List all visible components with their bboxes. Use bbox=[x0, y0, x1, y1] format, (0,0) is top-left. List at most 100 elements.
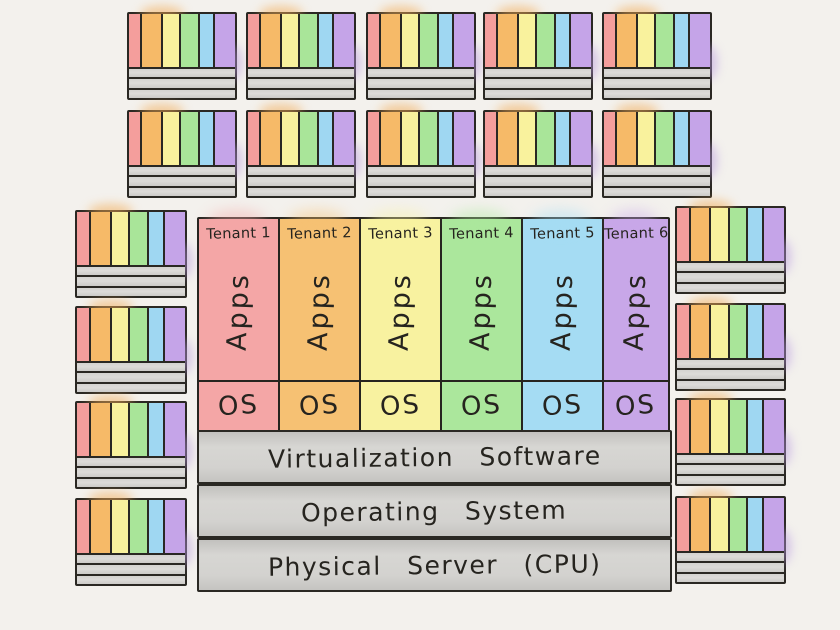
color-stripe bbox=[709, 498, 728, 551]
rack-bars bbox=[485, 165, 591, 196]
apps-label: Apps bbox=[618, 271, 653, 351]
rack-bars bbox=[77, 553, 185, 584]
apps-area: Apps bbox=[280, 242, 359, 380]
color-stripe bbox=[727, 498, 747, 551]
color-stripe bbox=[727, 208, 747, 261]
color-stripe bbox=[140, 14, 162, 67]
tenant-column-5: Tenant 5 Apps OS bbox=[520, 219, 602, 430]
tenant-stack-icon bbox=[75, 401, 187, 489]
tenant-label: Tenant 5 bbox=[529, 225, 595, 243]
color-stripe bbox=[436, 112, 453, 165]
stripe-row bbox=[604, 112, 710, 165]
rack-bar bbox=[677, 455, 784, 464]
color-stripe bbox=[496, 112, 518, 165]
rack-bar bbox=[77, 563, 185, 574]
rack-bar bbox=[77, 573, 185, 584]
color-stripe bbox=[379, 14, 401, 67]
rack-bar bbox=[368, 87, 474, 98]
color-stripe bbox=[109, 500, 129, 553]
tenant-stack-icon bbox=[366, 12, 476, 100]
rack-bars bbox=[77, 265, 185, 296]
layer-virtualization-software: Virtualization Software bbox=[197, 430, 672, 484]
tenant-stack-icon bbox=[246, 12, 356, 100]
color-stripe bbox=[163, 308, 186, 361]
color-stripe bbox=[368, 112, 380, 165]
color-stripe bbox=[213, 14, 235, 67]
color-stripe bbox=[379, 112, 401, 165]
stripe-row bbox=[368, 112, 474, 165]
rack-bars bbox=[77, 456, 185, 487]
color-stripe bbox=[452, 14, 474, 67]
tenant-column-6: Tenant 6 Apps OS bbox=[601, 219, 668, 430]
color-stripe bbox=[77, 500, 89, 553]
rack-bar bbox=[677, 368, 784, 379]
rack-bar bbox=[604, 87, 710, 98]
rack-bar bbox=[485, 87, 591, 98]
rack-bars bbox=[77, 361, 185, 392]
tenant-stack-icon bbox=[127, 12, 237, 100]
rack-bar bbox=[129, 185, 235, 196]
rack-bar bbox=[604, 77, 710, 88]
rack-bar bbox=[485, 69, 591, 78]
tenant-stack-icon bbox=[75, 498, 187, 586]
tenant-stack-icon bbox=[127, 110, 237, 198]
rack-bar bbox=[677, 281, 784, 292]
color-stripe bbox=[762, 498, 784, 551]
color-stripe bbox=[316, 112, 333, 165]
rack-bars bbox=[248, 67, 354, 98]
color-stripe bbox=[604, 112, 616, 165]
stripe-row bbox=[248, 14, 354, 67]
color-stripe bbox=[615, 112, 637, 165]
color-stripe bbox=[677, 208, 689, 261]
stripe-row bbox=[604, 14, 710, 67]
color-stripe bbox=[746, 305, 763, 358]
color-stripe bbox=[213, 112, 235, 165]
color-stripe bbox=[88, 500, 110, 553]
stripe-row bbox=[677, 208, 784, 261]
color-stripe bbox=[109, 403, 129, 456]
layer-physical-server: Physical Server (CPU) bbox=[197, 538, 672, 592]
color-stripe bbox=[677, 400, 689, 453]
stripe-row bbox=[77, 403, 186, 456]
rack-bar bbox=[677, 473, 784, 484]
rack-bar bbox=[77, 458, 185, 467]
tenant-stack-icon bbox=[483, 12, 593, 100]
color-stripe bbox=[569, 112, 591, 165]
color-stripe bbox=[709, 400, 728, 453]
stripe-row bbox=[248, 112, 354, 165]
stripe-row bbox=[677, 498, 784, 551]
color-stripe bbox=[368, 14, 380, 67]
color-stripe bbox=[128, 403, 147, 456]
color-stripe bbox=[109, 308, 129, 361]
color-stripe bbox=[128, 500, 147, 553]
tenant-stack-icon bbox=[675, 206, 786, 294]
tenant-stack-icon bbox=[675, 496, 786, 584]
color-stripe bbox=[636, 14, 655, 67]
tenant-label: Tenant 2 bbox=[287, 225, 352, 243]
apps-area: Apps bbox=[523, 242, 602, 380]
color-stripe bbox=[654, 112, 673, 165]
rack-bar bbox=[248, 77, 354, 88]
color-stripe bbox=[129, 112, 141, 165]
color-stripe bbox=[140, 112, 162, 165]
color-stripe bbox=[746, 208, 763, 261]
tenant-label: Tenant 4 bbox=[448, 225, 514, 243]
rack-bars bbox=[677, 551, 784, 582]
color-stripe bbox=[604, 14, 616, 67]
rack-bars bbox=[604, 67, 710, 98]
color-stripe bbox=[677, 498, 689, 551]
rack-bars bbox=[677, 358, 784, 389]
rack-bar bbox=[677, 463, 784, 474]
rack-bar bbox=[129, 175, 235, 186]
color-stripe bbox=[762, 208, 784, 261]
rack-bars bbox=[677, 453, 784, 484]
color-stripe bbox=[615, 14, 637, 67]
layer-label: Physical Server (CPU) bbox=[267, 548, 602, 582]
apps-label: Apps bbox=[221, 271, 256, 351]
color-stripe bbox=[332, 112, 354, 165]
color-stripe bbox=[688, 208, 710, 261]
color-stripe bbox=[485, 112, 497, 165]
color-stripe bbox=[517, 112, 536, 165]
color-stripe bbox=[163, 212, 186, 265]
color-stripe bbox=[77, 403, 89, 456]
